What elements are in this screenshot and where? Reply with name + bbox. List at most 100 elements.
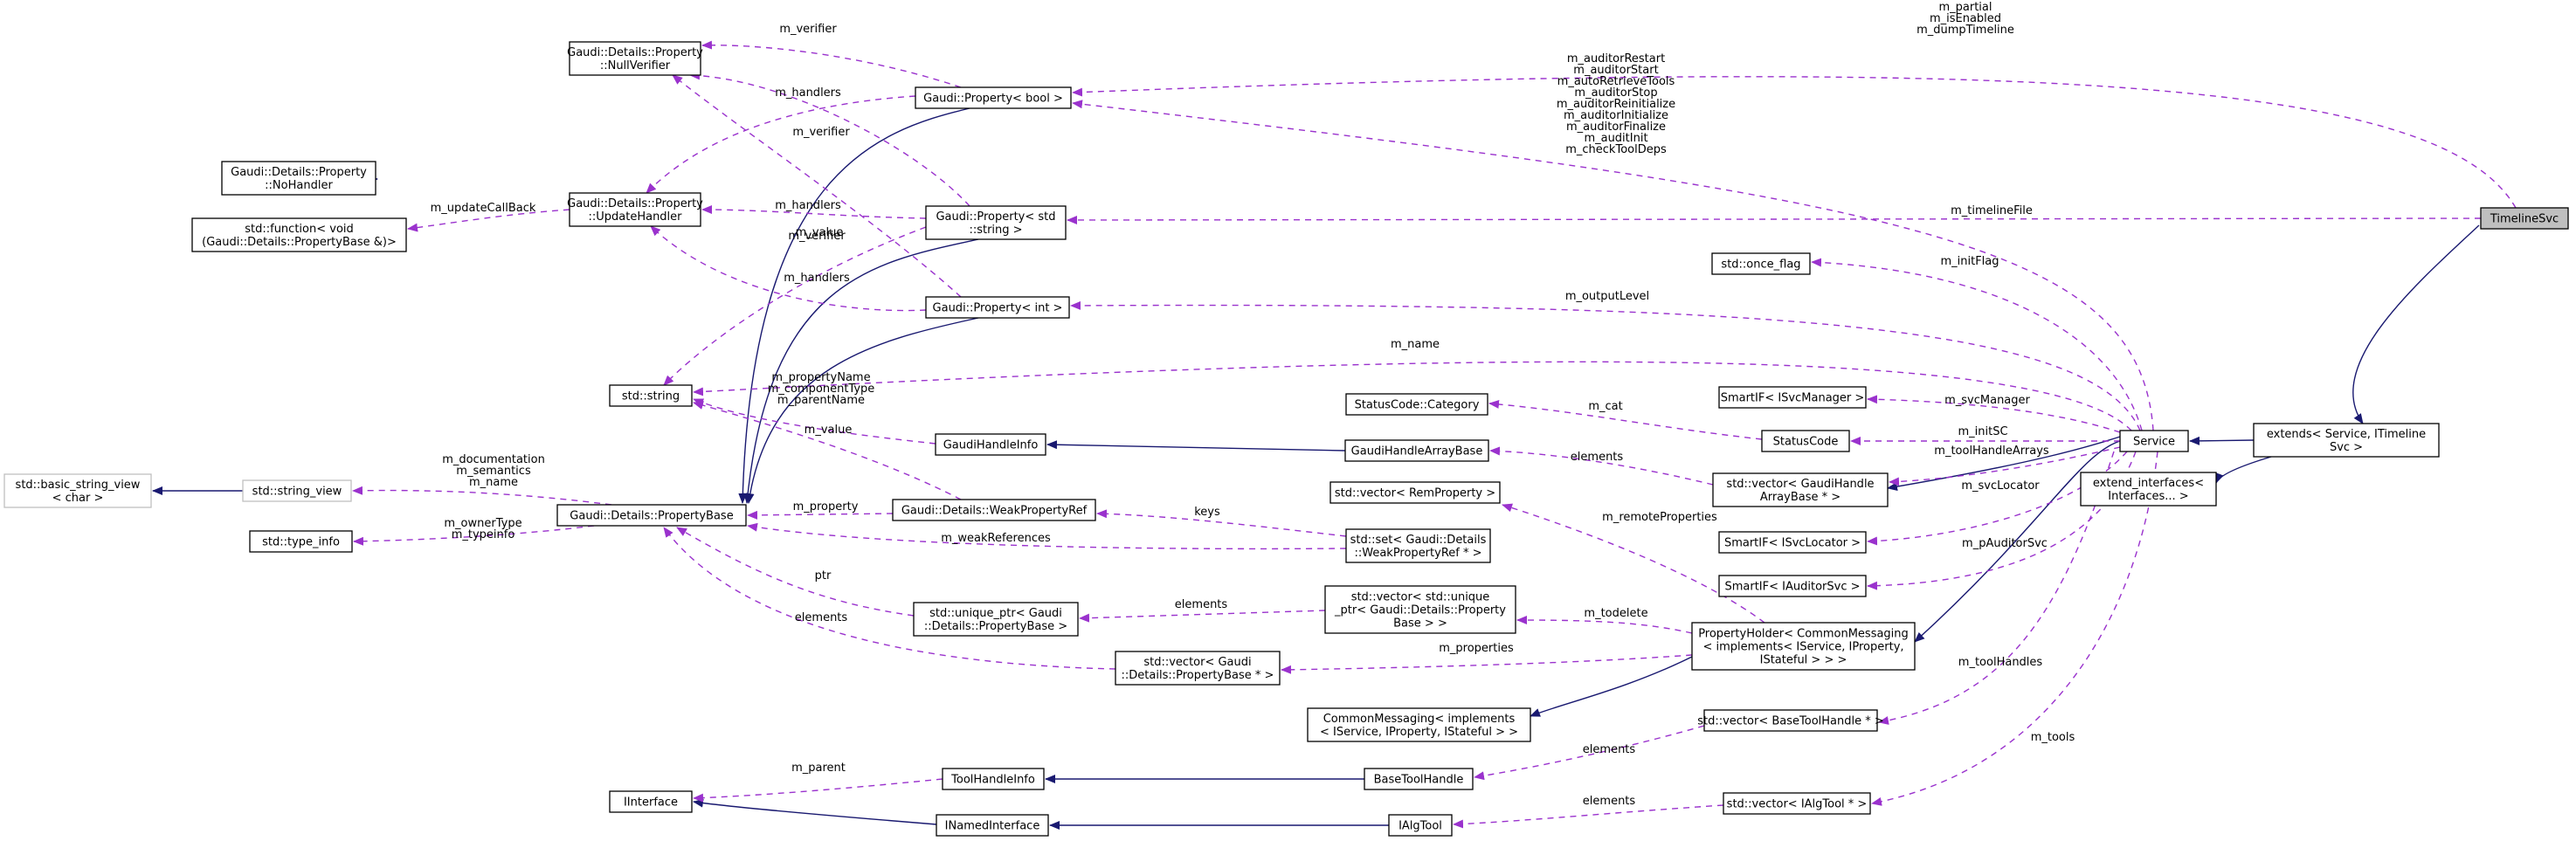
node-vector-basetool[interactable]: std::vector< BaseToolHandle * > bbox=[1697, 709, 1884, 732]
node-propertyholder[interactable]: PropertyHolder< CommonMessaging< impleme… bbox=[1691, 622, 1916, 671]
node-once-flag[interactable]: std::once_flag bbox=[1711, 252, 1811, 275]
node-commonmessaging[interactable]: CommonMessaging< implements< IService, I… bbox=[1307, 707, 1531, 742]
node-gaudihandlearraybase[interactable]: GaudiHandleArrayBase bbox=[1344, 439, 1489, 462]
usage-edge bbox=[701, 40, 962, 88]
node-vector-unique[interactable]: std::vector< std::unique_ptr< Gaudi::Det… bbox=[1324, 585, 1516, 634]
node-vector-rem[interactable]: std::vector< RemProperty > bbox=[1329, 481, 1501, 504]
node-label: TimelineSvc bbox=[2490, 213, 2559, 226]
edge-label-line: m_pAuditorSvc bbox=[1962, 537, 2048, 550]
edge-label-holder-remote: m_remoteProperties bbox=[1602, 511, 1717, 524]
node-label: (Gaudi::Details::PropertyBase &)> bbox=[202, 236, 397, 249]
edge-label-line: m_tools bbox=[2031, 731, 2075, 744]
node-service[interactable]: Service bbox=[2119, 430, 2189, 452]
node-label: StatusCode::Category bbox=[1355, 399, 1480, 412]
usage-edge bbox=[1878, 451, 2115, 725]
edge-path bbox=[747, 510, 894, 520]
node-box bbox=[925, 205, 1067, 240]
edge-label-int-handlers: m_handlers bbox=[784, 272, 850, 285]
inheritance-edge bbox=[738, 107, 970, 504]
edge-label-line: m_componentType bbox=[768, 383, 875, 396]
node-label: std::basic_string_view bbox=[16, 479, 141, 492]
edge-label-vector-unique-elements: elements bbox=[1175, 598, 1228, 611]
usage-edge bbox=[1067, 215, 2482, 224]
node-label: Gaudi::Property< int > bbox=[933, 302, 1063, 315]
edge-label-holder-properties: m_properties bbox=[1439, 642, 1514, 655]
edge-label-line: m_semantics bbox=[456, 465, 531, 478]
node-inamedinterface[interactable]: INamedInterface bbox=[936, 814, 1049, 837]
node-gaudihandleinfo[interactable]: GaudiHandleInfo bbox=[935, 433, 1046, 456]
node-label: < implements< IService, IProperty, bbox=[1702, 641, 1903, 654]
node-box bbox=[1345, 528, 1491, 563]
edge-path bbox=[1488, 399, 1763, 440]
edge-label-line: elements bbox=[1571, 451, 1624, 464]
node-propertybase[interactable]: Gaudi::Details::PropertyBase bbox=[556, 504, 747, 527]
edge-label-line: keys bbox=[1194, 506, 1220, 519]
node-basic-string-view[interactable]: std::basic_string_view< char > bbox=[3, 473, 152, 508]
node-extend-interfaces[interactable]: extend_interfaces<Interfaces... > bbox=[2080, 472, 2217, 507]
node-label: std::function< void bbox=[245, 223, 354, 236]
node-updatehandler[interactable]: Gaudi::Details::Property::UpdateHandler bbox=[567, 192, 703, 227]
node-label: std::string_view bbox=[252, 486, 342, 499]
node-prop-bool[interactable]: Gaudi::Property< bool > bbox=[915, 86, 1072, 109]
node-label: BaseToolHandle bbox=[1374, 774, 1464, 787]
edge-path bbox=[676, 527, 915, 617]
node-ialgtool[interactable]: IAlgTool bbox=[1388, 814, 1453, 837]
usage-edge bbox=[676, 527, 915, 617]
edge-path bbox=[1871, 451, 2158, 806]
node-set-weak[interactable]: std::set< Gaudi::Details::WeakPropertyRe… bbox=[1345, 528, 1491, 563]
edge-label-line: m_remoteProperties bbox=[1602, 511, 1717, 524]
node-vector-ialgtool[interactable]: std::vector< IAlgTool * > bbox=[1723, 792, 1871, 815]
node-statuscode-category[interactable]: StatusCode::Category bbox=[1345, 393, 1488, 416]
node-stdstring[interactable]: std::string bbox=[609, 384, 693, 407]
usage-edge bbox=[1867, 395, 2121, 433]
edge-path bbox=[1867, 395, 2121, 433]
edge-path bbox=[701, 40, 962, 88]
edge-label-line: m_checkToolDeps bbox=[1565, 143, 1667, 156]
edge-label-line: m_partial bbox=[1938, 1, 1992, 14]
edge-path bbox=[1281, 654, 1693, 674]
usage-edge bbox=[693, 398, 936, 445]
edge-path bbox=[1502, 503, 1765, 624]
node-box bbox=[2119, 430, 2189, 452]
node-box bbox=[1115, 651, 1281, 686]
node-nohandler[interactable]: Gaudi::Details::Property::NoHandler bbox=[221, 161, 376, 196]
node-prop-string[interactable]: Gaudi::Property< std::string > bbox=[925, 205, 1067, 240]
node-basetoolhandle[interactable]: BaseToolHandle bbox=[1364, 768, 1474, 790]
usage-edge bbox=[353, 525, 595, 546]
edge-label-line: m_auditInit bbox=[1584, 132, 1647, 145]
node-iinterface[interactable]: IInterface bbox=[609, 790, 693, 813]
edge-label-line: m_ownerType bbox=[444, 517, 521, 530]
node-vector-gaudihandle[interactable]: std::vector< GaudiHandleArrayBase * > bbox=[1712, 472, 1889, 507]
edge-path bbox=[1046, 440, 1346, 452]
edge-path bbox=[646, 95, 916, 194]
node-string-view[interactable]: std::string_view bbox=[242, 479, 352, 502]
node-label: std::set< Gaudi::Details bbox=[1350, 534, 1487, 547]
edge-label-pb-names: m_propertyNamem_componentTypem_parentNam… bbox=[768, 371, 875, 407]
node-tooleandleinfo[interactable]: ToolHandleInfo bbox=[942, 768, 1045, 790]
edge-path bbox=[701, 205, 927, 219]
node-vector-pb[interactable]: std::vector< Gaudi::Details::PropertyBas… bbox=[1115, 651, 1281, 686]
node-statuscode[interactable]: StatusCode bbox=[1761, 430, 1850, 452]
node-timelinesvc[interactable]: TimelineSvc bbox=[2480, 207, 2569, 230]
node-box bbox=[1718, 575, 1867, 597]
node-box bbox=[1703, 709, 1878, 732]
inheritance-edge bbox=[1530, 656, 1693, 717]
node-smartif-svcmanager[interactable]: SmartIF< ISvcManager > bbox=[1718, 386, 1867, 409]
node-typeinfo[interactable]: std::type_info bbox=[249, 530, 353, 553]
node-prop-int[interactable]: Gaudi::Property< int > bbox=[925, 296, 1070, 319]
node-smartif-auditor[interactable]: SmartIF< IAuditorSvc > bbox=[1718, 575, 1867, 597]
edge-label-line: m_svcManager bbox=[1944, 394, 2030, 407]
usage-edge bbox=[1516, 616, 1693, 634]
node-stdfunction[interactable]: std::function< void(Gaudi::Details::Prop… bbox=[191, 217, 407, 252]
edge-label-service-toolhandles: m_toolHandles bbox=[1958, 656, 2043, 669]
node-box bbox=[569, 41, 701, 76]
node-nullverifier[interactable]: Gaudi::Details::Property::NullVerifier bbox=[567, 41, 703, 76]
node-weakpropertyref[interactable]: Gaudi::Details::WeakPropertyRef bbox=[892, 499, 1096, 521]
node-smartif-svclocator[interactable]: SmartIF< ISvcLocator > bbox=[1718, 531, 1867, 554]
node-unique-ptr[interactable]: std::unique_ptr< Gaudi::Details::Propert… bbox=[913, 602, 1079, 637]
node-label: SmartIF< ISvcManager > bbox=[1721, 392, 1865, 405]
node-box bbox=[3, 473, 152, 508]
edge-path bbox=[1878, 451, 2115, 725]
usage-edge bbox=[663, 527, 1116, 670]
